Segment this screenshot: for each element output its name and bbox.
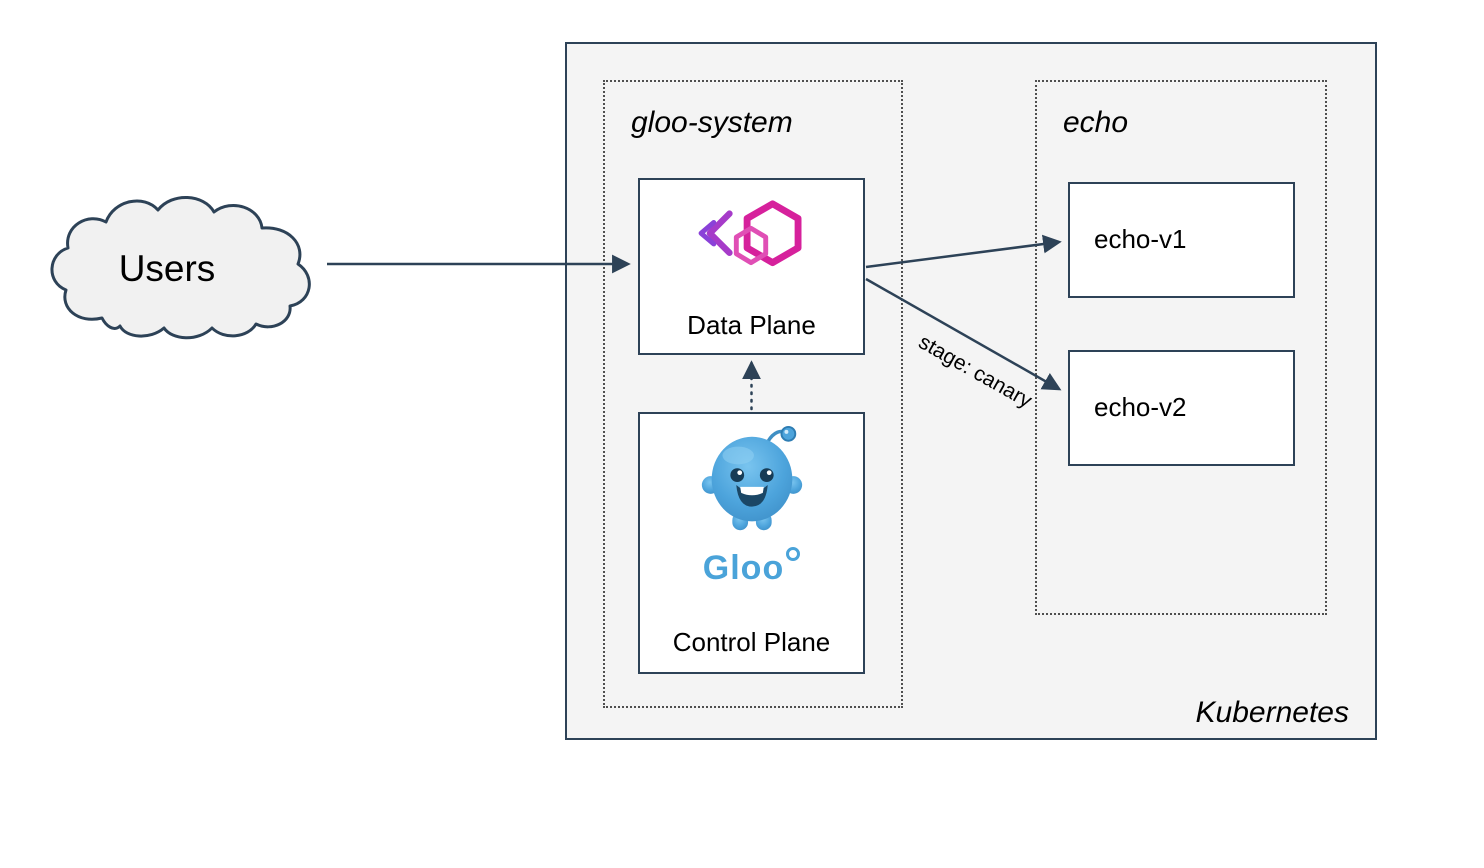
node-echo-v2: echo-v2 bbox=[1068, 350, 1295, 466]
users-label: Users bbox=[118, 247, 216, 289]
kubernetes-label: Kubernetes bbox=[1195, 696, 1349, 729]
gloo-wordmark: Gloo bbox=[702, 547, 801, 587]
namespace-echo: echo bbox=[1035, 80, 1327, 615]
gloo-gateway-icon bbox=[688, 194, 816, 297]
control-plane-label: Control Plane bbox=[672, 626, 831, 657]
namespace-gloo-system: gloo-system bbox=[603, 80, 903, 708]
gloo-wordmark-text: Gloo bbox=[702, 549, 785, 587]
gloo-wordmark-ring bbox=[786, 547, 801, 561]
namespace-echo-label: echo bbox=[1063, 106, 1129, 139]
node-echo-v1: echo-v1 bbox=[1068, 182, 1295, 298]
node-control-plane: Gloo Control Plane bbox=[638, 412, 865, 674]
cloud-shape bbox=[50, 196, 311, 340]
node-data-plane: Data Plane bbox=[638, 178, 865, 355]
echo-v2-label: echo-v2 bbox=[1094, 392, 1187, 423]
data-plane-label: Data Plane bbox=[687, 309, 816, 340]
users-cloud: Users bbox=[40, 186, 330, 351]
namespace-gloo-system-label: gloo-system bbox=[631, 106, 793, 139]
echo-v1-label: echo-v1 bbox=[1094, 224, 1187, 255]
gloo-mascot-icon bbox=[693, 422, 811, 549]
